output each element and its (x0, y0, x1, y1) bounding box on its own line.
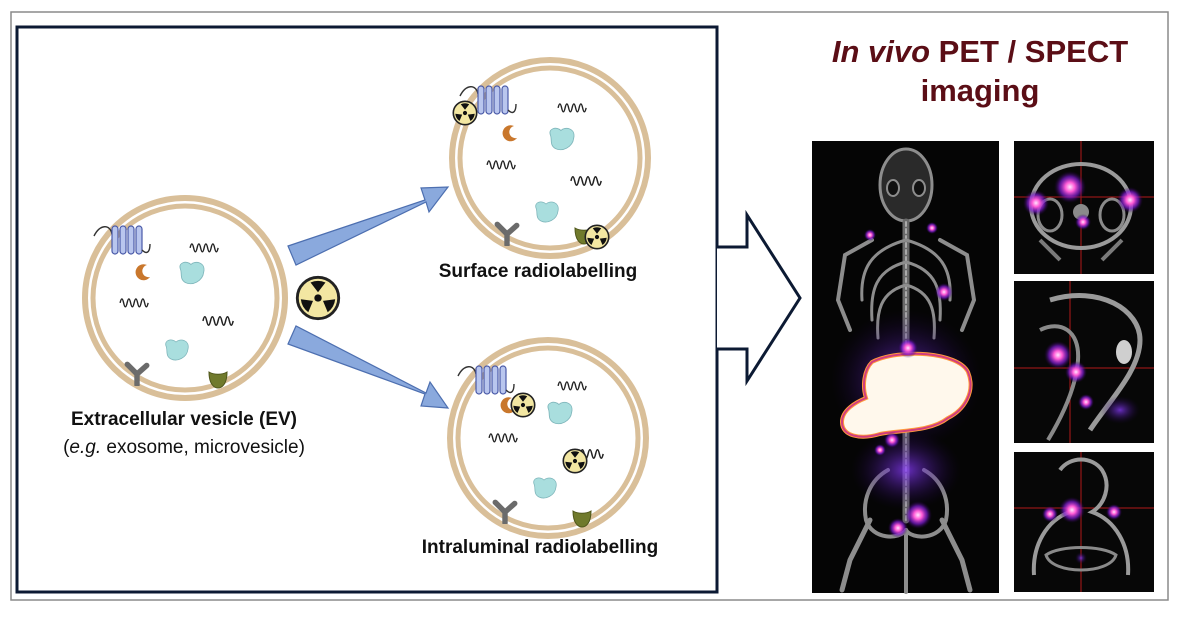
intraluminal-radiolabelling-label: Intraluminal radiolabelling (421, 537, 659, 558)
arrow-to-surface (287, 186, 450, 266)
imaging-title: In vivo PET / SPECT imaging (770, 32, 1180, 110)
imaging-title-line1: In vivo PET / SPECT (770, 32, 1180, 71)
ev-title-label: Extracellular vesicle (EV) (70, 409, 297, 430)
ev-subtitle-rest: exosome, microvesicle (101, 437, 299, 458)
ev-surface-labelled (449, 57, 651, 259)
spect-sagittal-slice-image (1014, 281, 1154, 443)
radioactive-icon (295, 275, 341, 321)
spect-axial-slice-image (1014, 141, 1154, 274)
arrow-to-intraluminal (287, 325, 450, 409)
imaging-title-rest: PET / SPECT (930, 34, 1129, 69)
spect-coronal-slice-image (1014, 452, 1154, 592)
radioactive-icon (452, 100, 478, 126)
imaging-title-line2: imaging (920, 73, 1040, 108)
imaging-title-italic: In vivo (831, 34, 931, 69)
surface-radiolabelling-label: Surface radiolabelling (438, 261, 638, 282)
ev-intraluminal-labelled (447, 337, 649, 539)
radioactive-icon (562, 448, 588, 474)
pet-whole-body-image (812, 141, 999, 594)
arrow-to-imaging (717, 209, 802, 387)
radioactive-icon (510, 392, 536, 418)
radioactive-icon (584, 224, 610, 250)
ev-subtitle-prefix: e.g. (69, 437, 102, 458)
ev-main (82, 195, 288, 401)
ev-subtitle-label: (e.g. exosome, microvesicle) (63, 437, 305, 458)
